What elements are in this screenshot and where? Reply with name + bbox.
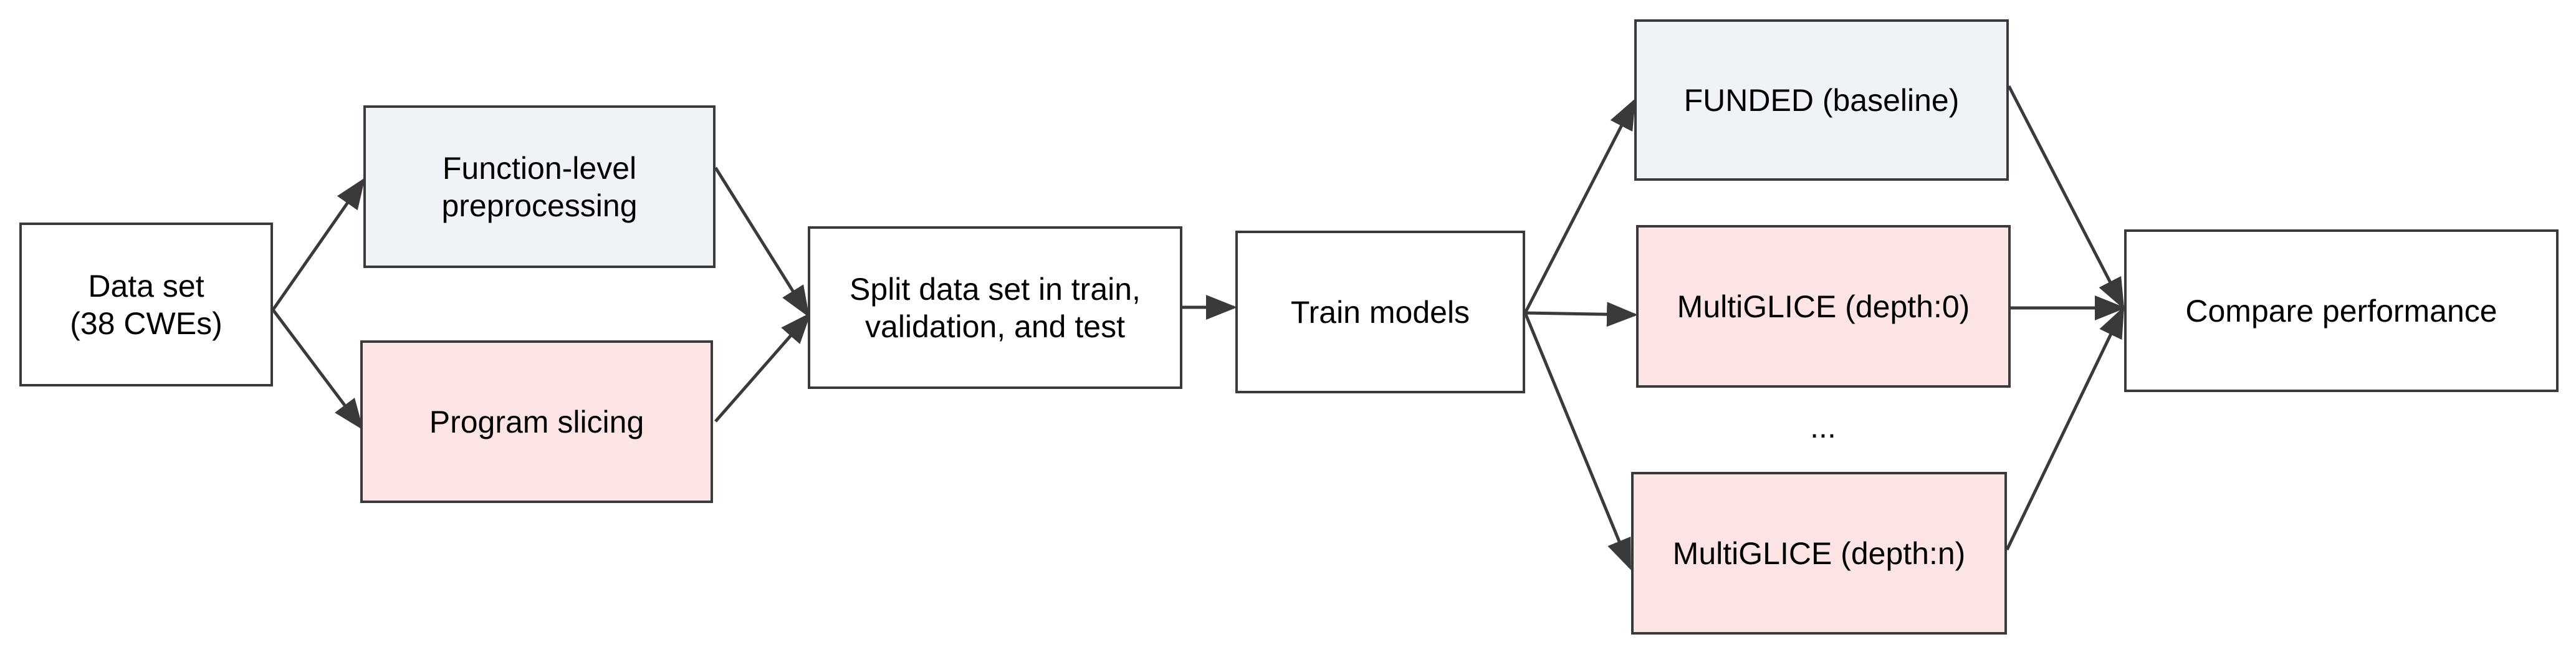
node-train-models-label: Train models: [1290, 294, 1470, 330]
node-funded-baseline-label: FUNDED (baseline): [1683, 82, 1960, 118]
edge-function_level-to-split: [714, 166, 810, 318]
edge-multiglice_n-to-compare: [2005, 306, 2125, 551]
edge-dataset-to-program_slicing: [272, 309, 364, 430]
node-train-models: Train models: [1235, 231, 1525, 393]
ellipsis-label: ...: [1810, 410, 1836, 444]
edge-train-to-multiglice_0: [1525, 302, 1638, 327]
node-dataset-label: Data set (38 CWEs): [70, 268, 223, 341]
node-function-level-preprocessing: Function-level preprocessing: [363, 105, 716, 268]
node-multiglice-depth-n-label: MultiGLICE (depth:n): [1672, 535, 1966, 571]
node-multiglice-depth-0: MultiGLICE (depth:0): [1636, 225, 2011, 388]
node-dataset: Data set (38 CWEs): [19, 223, 273, 386]
node-funded-baseline: FUNDED (baseline): [1634, 19, 2009, 181]
node-program-slicing: Program slicing: [360, 340, 713, 503]
node-program-slicing-label: Program slicing: [429, 404, 644, 439]
node-split-data-set-label: Split data set in train, validation, and…: [850, 271, 1141, 344]
edge-funded-to-compare: [2007, 85, 2125, 310]
node-compare-performance-label: Compare performance: [2185, 293, 2497, 328]
edge-train-to-multiglice_n: [1523, 312, 1632, 570]
node-multiglice-depth-0-label: MultiGLICE (depth:0): [1677, 289, 1970, 324]
node-function-level-preprocessing-label: Function-level preprocessing: [441, 150, 638, 223]
edge-program_slicing-to-split: [714, 312, 812, 423]
edge-dataset-to-function_level: [271, 177, 365, 311]
node-split-data-set: Split data set in train, validation, and…: [808, 226, 1182, 389]
edge-train-to-funded: [1523, 98, 1636, 314]
node-compare-performance: Compare performance: [2124, 229, 2559, 392]
node-multiglice-depth-n: MultiGLICE (depth:n): [1631, 472, 2007, 635]
